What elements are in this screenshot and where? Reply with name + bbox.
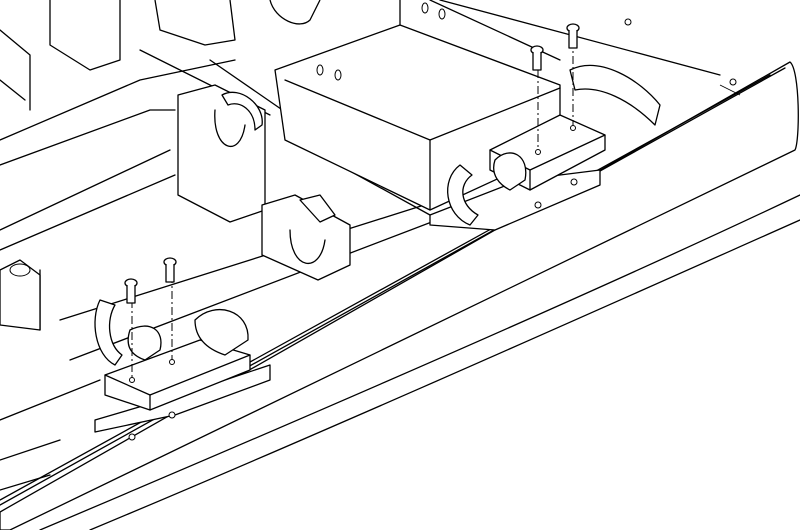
- screw-hole: [168, 411, 176, 419]
- screw-hole: [570, 178, 578, 186]
- screw-hole: [169, 359, 175, 365]
- screw: [566, 23, 580, 49]
- bracket-assembly-right: [429, 23, 606, 231]
- screw: [530, 45, 544, 71]
- screw-hole: [624, 18, 632, 26]
- screw-hole: [570, 125, 576, 131]
- slot-hole: [316, 64, 324, 76]
- top-posts: [49, 0, 321, 71]
- slot-hole: [421, 2, 429, 14]
- screw: [163, 257, 177, 283]
- clamp-nut: [493, 152, 527, 191]
- bracket-assembly-left: [94, 257, 271, 441]
- clip-block-left: [0, 259, 41, 331]
- slot-hole: [334, 69, 342, 81]
- screw-hole: [534, 201, 542, 209]
- slot-hole: [438, 8, 446, 20]
- clip-block-middle: [261, 194, 351, 281]
- screw-hole: [128, 433, 136, 441]
- cable-clip: [94, 299, 123, 366]
- clamp-nut: [127, 325, 162, 361]
- screw: [124, 278, 138, 304]
- screw-hole: [129, 377, 135, 383]
- screw-hole: [535, 149, 541, 155]
- clip-block-upper: [177, 84, 266, 223]
- clamp-nut: [194, 309, 249, 356]
- cable-clip: [447, 164, 479, 226]
- screw-hole: [729, 78, 737, 86]
